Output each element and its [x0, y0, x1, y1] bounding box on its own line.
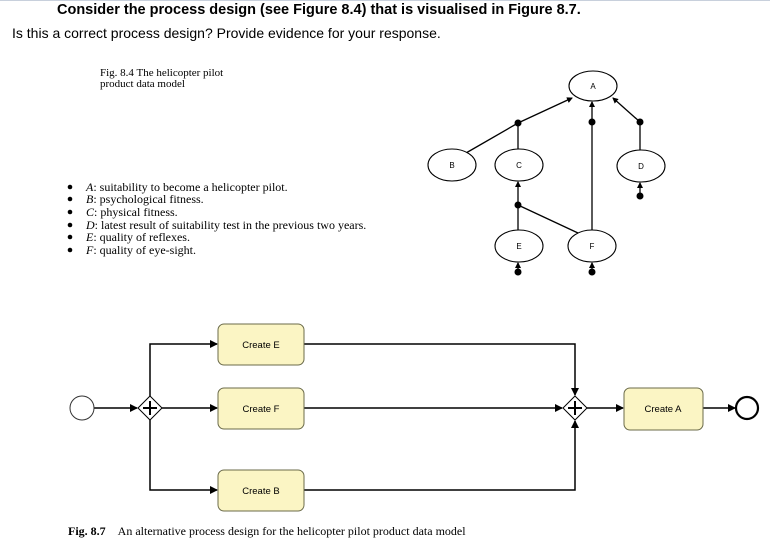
node-a	[568, 70, 618, 102]
fig84-caption-line2: product data model	[100, 78, 185, 90]
pdm-node-labels: A B C D E F	[449, 82, 644, 251]
flow-split-create-b	[149, 420, 218, 494]
junction-dot	[588, 118, 596, 126]
svg-text:C: physical fitness.: C: physical fitness.	[86, 205, 178, 219]
node-a-label: A	[590, 82, 596, 91]
task-create-f: Create F	[217, 387, 305, 430]
edge-f-junction	[517, 204, 579, 234]
node-f-label: F	[590, 242, 595, 251]
parallel-join-gateway	[562, 395, 588, 421]
node-e-label: E	[516, 242, 521, 251]
legend-item: C: physical fitness.	[67, 205, 178, 219]
edge-junction2-a	[612, 97, 641, 123]
node-d-label: D	[638, 162, 644, 171]
svg-text:A: suitability to become a hel: A: suitability to become a helicopter pi…	[85, 180, 288, 194]
junction-dot	[636, 118, 644, 126]
svg-text:D: latest result of suitabilit: D: latest result of suitability test in …	[85, 218, 366, 232]
pdm-legend: A: suitability to become a helicopter pi…	[67, 180, 366, 257]
flow-split-create-e	[149, 340, 218, 396]
flow-create-b-join	[304, 420, 579, 491]
junction-dot	[514, 119, 522, 127]
legend-item: D: latest result of suitability test in …	[67, 218, 366, 232]
node-e	[494, 229, 544, 263]
legend-item: B: psychological fitness.	[67, 192, 204, 206]
leaf-dot	[514, 268, 522, 276]
edge-b-junction	[465, 122, 519, 154]
top-border	[0, 0, 770, 1]
legend-item: E: quality of reflexes.	[67, 230, 190, 244]
question-title: Consider the process design (see Figure …	[57, 2, 581, 18]
svg-text:Create B: Create B	[242, 486, 280, 497]
leaf-dot	[588, 268, 596, 276]
task-create-b: Create B	[217, 469, 305, 512]
legend-item: F: quality of eye-sight.	[67, 243, 196, 257]
legend-item: A: suitability to become a helicopter pi…	[67, 180, 288, 194]
start-event	[69, 395, 95, 421]
bpmn-flows	[94, 340, 736, 494]
end-event	[734, 395, 760, 421]
svg-text:Create A: Create A	[645, 404, 683, 415]
pdm-nodes	[427, 70, 666, 263]
leaf-dot	[636, 192, 644, 200]
node-f	[567, 229, 617, 263]
svg-text:F: quality of eye-sight.: F: quality of eye-sight.	[85, 243, 196, 257]
svg-text:B: psychological fitness.: B: psychological fitness.	[86, 192, 204, 206]
node-c	[494, 148, 544, 182]
task-create-e: Create E	[217, 323, 305, 366]
question-prompt: Is this a correct process design? Provid…	[12, 25, 441, 41]
pdm-junctions	[514, 118, 644, 276]
flow-create-e-join	[304, 343, 579, 396]
node-c-label: C	[516, 161, 522, 170]
node-b	[427, 148, 477, 182]
svg-text:E: quality of reflexes.: E: quality of reflexes.	[85, 230, 190, 244]
svg-text:Create E: Create E	[242, 340, 280, 351]
task-create-a: Create A	[623, 387, 704, 431]
parallel-split-gateway	[137, 395, 163, 421]
pdm-edges	[465, 97, 643, 270]
edge-junction-a	[517, 97, 573, 124]
fig84-caption-line1: Fig. 8.4 The helicopter pilot	[100, 67, 223, 79]
node-b-label: B	[449, 161, 454, 170]
junction-dot	[514, 201, 522, 209]
node-d	[616, 149, 666, 183]
svg-text:Create F: Create F	[243, 404, 280, 415]
